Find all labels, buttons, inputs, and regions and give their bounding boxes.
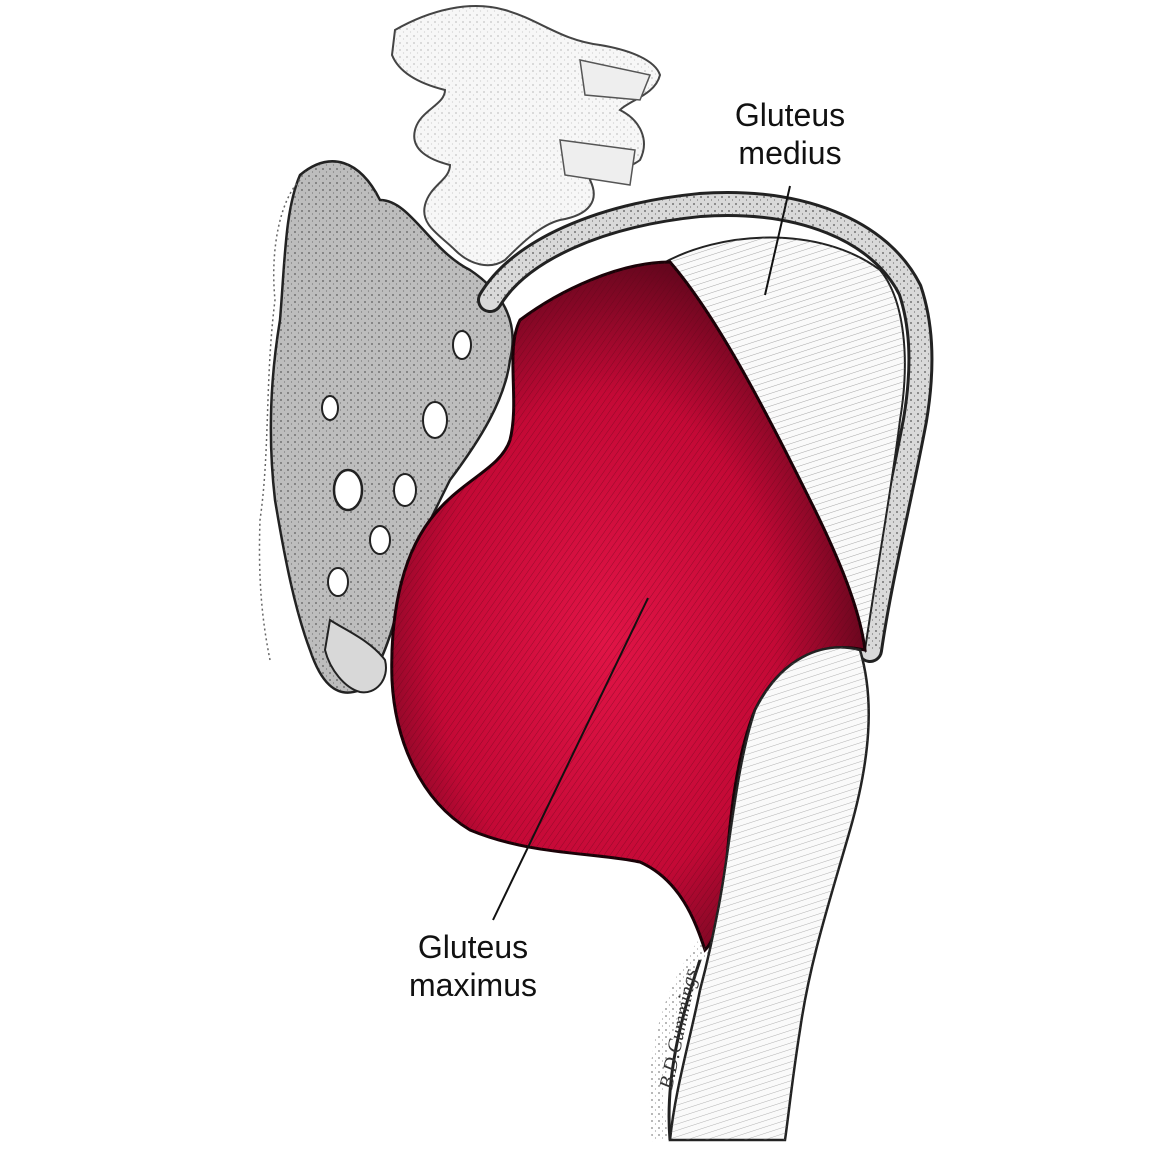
gluteus-medius-leader-line: [764, 185, 791, 296]
gluteus-medius-label-line1: Gluteus: [734, 97, 846, 133]
gluteus-maximus-label: Gluteus maximus: [368, 928, 578, 1004]
gluteus-medius-label-line2: medius: [738, 135, 842, 171]
gluteus-maximus-label-line2: maximus: [408, 967, 537, 1003]
gluteus-medius-label: Gluteus medius: [695, 96, 885, 172]
iliac-crest: [477, 191, 934, 663]
gluteus-maximus-label-line1: Gluteus: [417, 929, 529, 965]
gluteus-maximus-leader-line: [492, 597, 649, 921]
iliotibial-tract-and-femur: [649, 646, 870, 1142]
lumbar-spine: [390, 5, 662, 267]
sacrum: [269, 160, 514, 694]
